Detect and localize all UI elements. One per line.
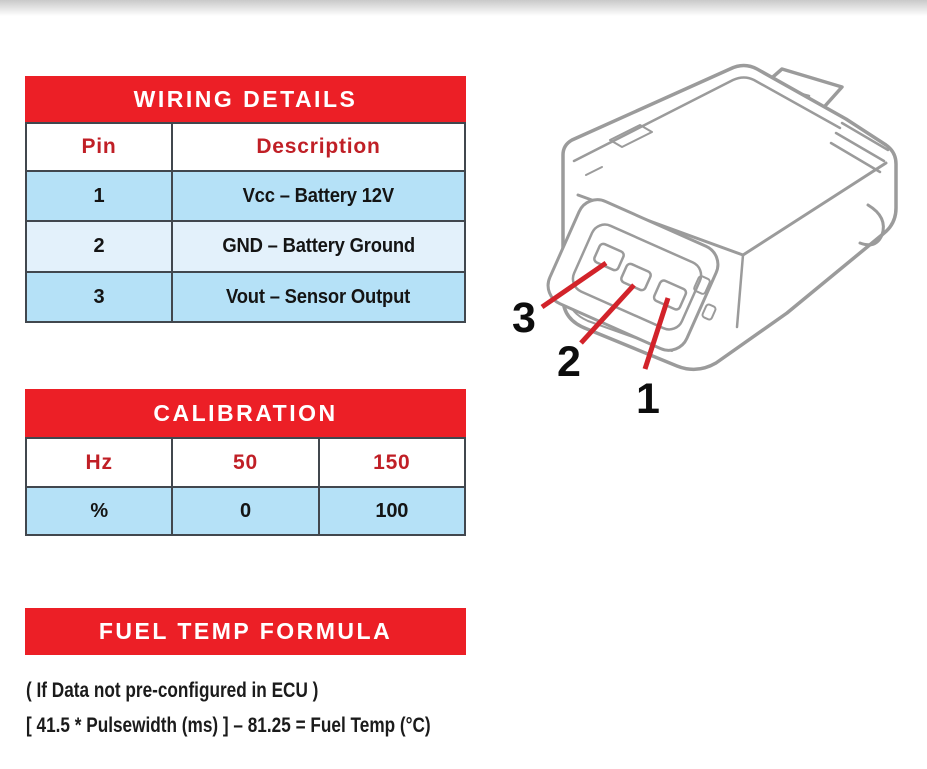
calibration-grid: Hz 50 150 % 0 100 bbox=[25, 437, 466, 536]
wiring-row3-pin: 3 bbox=[27, 273, 171, 321]
leader-line-pin1 bbox=[642, 297, 671, 370]
formula-equation: [ 41.5 * Pulsewidth (ms) ] – 81.25 = Fue… bbox=[26, 713, 431, 737]
connector-diagram: 3 2 1 bbox=[512, 63, 898, 423]
wiring-col-header-description: Description bbox=[173, 124, 464, 170]
pin-label-3: 3 bbox=[512, 294, 536, 342]
wiring-details-grid: Pin Description 1 Vcc – Battery 12V 2 GN… bbox=[25, 122, 466, 323]
rear-rib bbox=[834, 131, 886, 163]
keyway-detail bbox=[701, 303, 717, 321]
rear-tab bbox=[858, 203, 885, 247]
fuel-temp-formula-banner: FUEL TEMP FORMULA bbox=[25, 608, 466, 655]
rear-rib bbox=[840, 121, 890, 152]
leader-line-pin2 bbox=[579, 283, 636, 345]
wiring-row2-pin: 2 bbox=[27, 222, 171, 271]
wiring-col-header-pin: Pin bbox=[27, 124, 171, 170]
pin-label-1: 1 bbox=[636, 375, 660, 423]
calibration-title: CALIBRATION bbox=[25, 389, 466, 437]
front-right-edge bbox=[735, 253, 745, 329]
front-recess bbox=[571, 223, 703, 331]
connector-drawing bbox=[546, 63, 898, 372]
top-notch bbox=[609, 124, 653, 148]
wiring-row1-description: Vcc – Battery 12V bbox=[173, 172, 464, 220]
calibration-header-hz: Hz bbox=[27, 439, 172, 486]
wiring-details-table: WIRING DETAILS Pin Description 1 Vcc – B… bbox=[25, 76, 466, 323]
calibration-value-100: 100 bbox=[319, 488, 464, 534]
calibration-value-0: 0 bbox=[173, 488, 318, 534]
top-right-edge bbox=[741, 161, 888, 257]
pin-label-2: 2 bbox=[557, 338, 581, 386]
wiring-row2-description: GND – Battery Ground bbox=[173, 222, 464, 271]
top-detail-line bbox=[585, 166, 603, 176]
leader-lines bbox=[540, 260, 671, 370]
formula-note: ( If Data not pre-configured in ECU ) bbox=[26, 678, 319, 702]
calibration-header-150: 150 bbox=[319, 439, 464, 486]
calibration-header-50: 50 bbox=[173, 439, 318, 486]
wiring-row3-description: Vout – Sensor Output bbox=[173, 273, 464, 321]
wiring-row3-description-text: Vout – Sensor Output bbox=[226, 285, 411, 308]
leader-line-pin3 bbox=[540, 260, 608, 310]
calibration-value-percent: % bbox=[27, 488, 172, 534]
keyway-detail bbox=[693, 275, 711, 295]
wiring-row2-description-text: GND – Battery Ground bbox=[222, 235, 415, 257]
top-ridge bbox=[572, 76, 842, 163]
wiring-details-title: WIRING DETAILS bbox=[25, 76, 466, 122]
page-top-shadow bbox=[0, 0, 927, 16]
wiring-row1-pin: 1 bbox=[27, 172, 171, 220]
rear-rib bbox=[829, 141, 882, 174]
calibration-table: CALIBRATION Hz 50 150 % 0 100 bbox=[25, 389, 466, 536]
wiring-row1-description-text: Vcc – Battery 12V bbox=[242, 184, 395, 207]
